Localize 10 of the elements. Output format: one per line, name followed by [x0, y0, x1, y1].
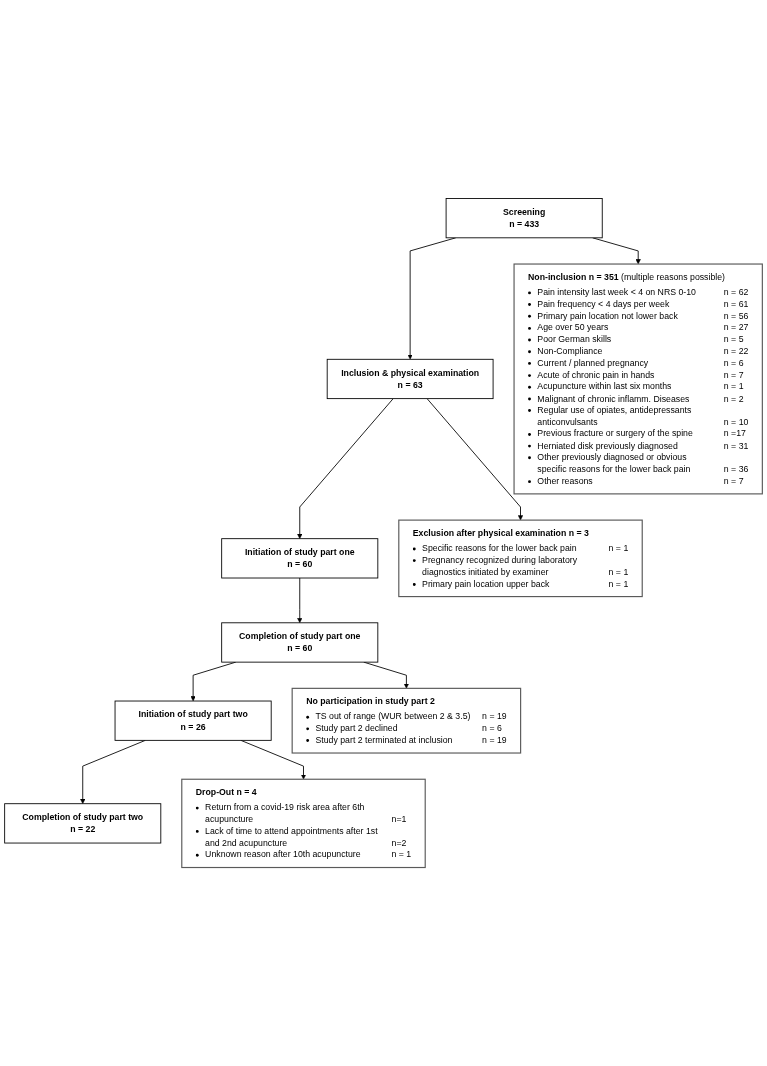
node-box: No participation in study part 2 TS out of range (WUR between 2 & 3.5) n = 19 Study part 2 declined n = 6 Study part 2 terminated at inclusion n = 19: [291, 687, 522, 754]
node-box: Completion of study part one n = 60: [221, 622, 379, 663]
node-box: Screening n = 433: [445, 198, 603, 239]
node-box: Inclusion & physical examination n = 63: [326, 358, 494, 400]
node-box: Drop-Out n = 4 Return from a covid-19 risk area after 6th acupuncture n=1 Lack of time to attend appointments after 1st and 2nd acupuncture n=2 Unknown reason after 10th acupuncture n = 1: [181, 778, 426, 869]
node-box: Initiation of study part one n = 60: [221, 538, 379, 579]
node-box: Completion of study part two n = 22: [4, 803, 162, 844]
node-box: Exclusion after physical examination n = 3 Specific reasons for the lower back pain n = 1 Pregnancy recognized during laboratory diagnostics initiated by examiner n = 1 Primary pain location upper back n = 1: [398, 519, 643, 598]
node-box: Non-inclusion n = 351 (multiple reasons possible) Pain intensity last week < 4 on NRS 0-10 n = 62 Pain frequency < 4 days per week n = 61 Primary pain location not lower back n = 56 Age over 50 years n = 27 Poor German skills n = 5 Non-Compliance n = 22 Current / planned pregnancy n = 6 Acute of chronic pain in hands n = 7 Acupuncture within last six months n = 1 Malignant of chronic inflamm. Diseases n = 2 Regular use of opiates, antidepressants anticonvulsants n = 10 Previous fracture or surgery of the spine n =17 Herniated disk previously diagnosed n = 31 Other previously diagnosed or obvious specific reasons for the lower back pain n = 36 Other reasons n = 7: [513, 263, 763, 495]
node-box: Initiation of study part two n = 26: [114, 700, 272, 741]
